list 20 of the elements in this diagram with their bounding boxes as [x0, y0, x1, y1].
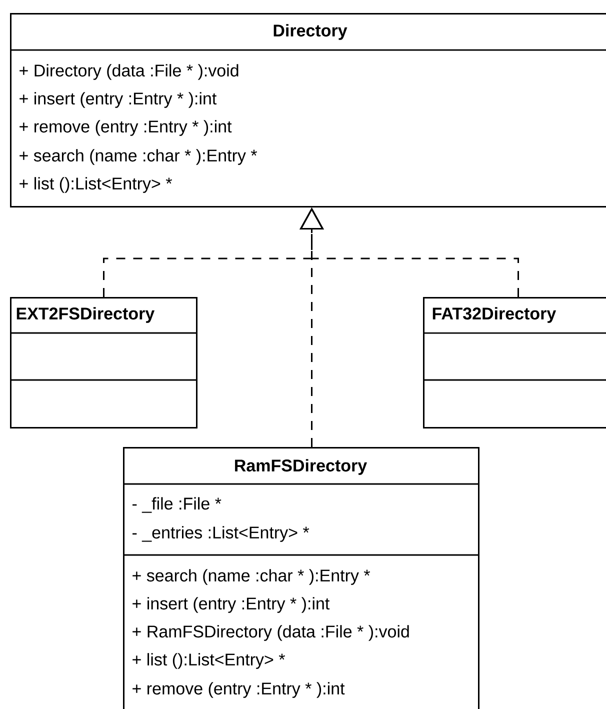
- member-text: - _entries :List<Entry> *: [132, 526, 310, 542]
- class-box: [123, 447, 480, 709]
- class-box: [423, 297, 606, 428]
- member-text: + RamFSDirectory (data :File * ):void: [132, 625, 409, 641]
- member-text: + Directory (data :File * ):void: [20, 64, 238, 80]
- member-text: + list ():List<Entry> *: [20, 177, 172, 193]
- class-name: EXT2FSDirectory: [16, 307, 155, 323]
- member-text: + insert (entry :Entry * ):int: [20, 92, 217, 108]
- member-text: + remove (entry :Entry * ):int: [20, 120, 232, 136]
- class-box: [10, 13, 606, 208]
- class-name: Directory: [274, 24, 348, 40]
- class-name: RamFSDirectory: [235, 459, 367, 475]
- class-name: FAT32Directory: [432, 307, 556, 323]
- member-text: + list ():List<Entry> *: [132, 653, 285, 669]
- class-box: [10, 297, 198, 428]
- member-text: + insert (entry :Entry * ):int: [132, 597, 330, 613]
- member-text: - _file :File *: [132, 497, 222, 513]
- member-text: + search (name :char * ):Entry *: [20, 149, 258, 165]
- member-text: + remove (entry :Entry * ):int: [132, 682, 345, 698]
- member-text: + search (name :char * ):Entry *: [132, 569, 370, 585]
